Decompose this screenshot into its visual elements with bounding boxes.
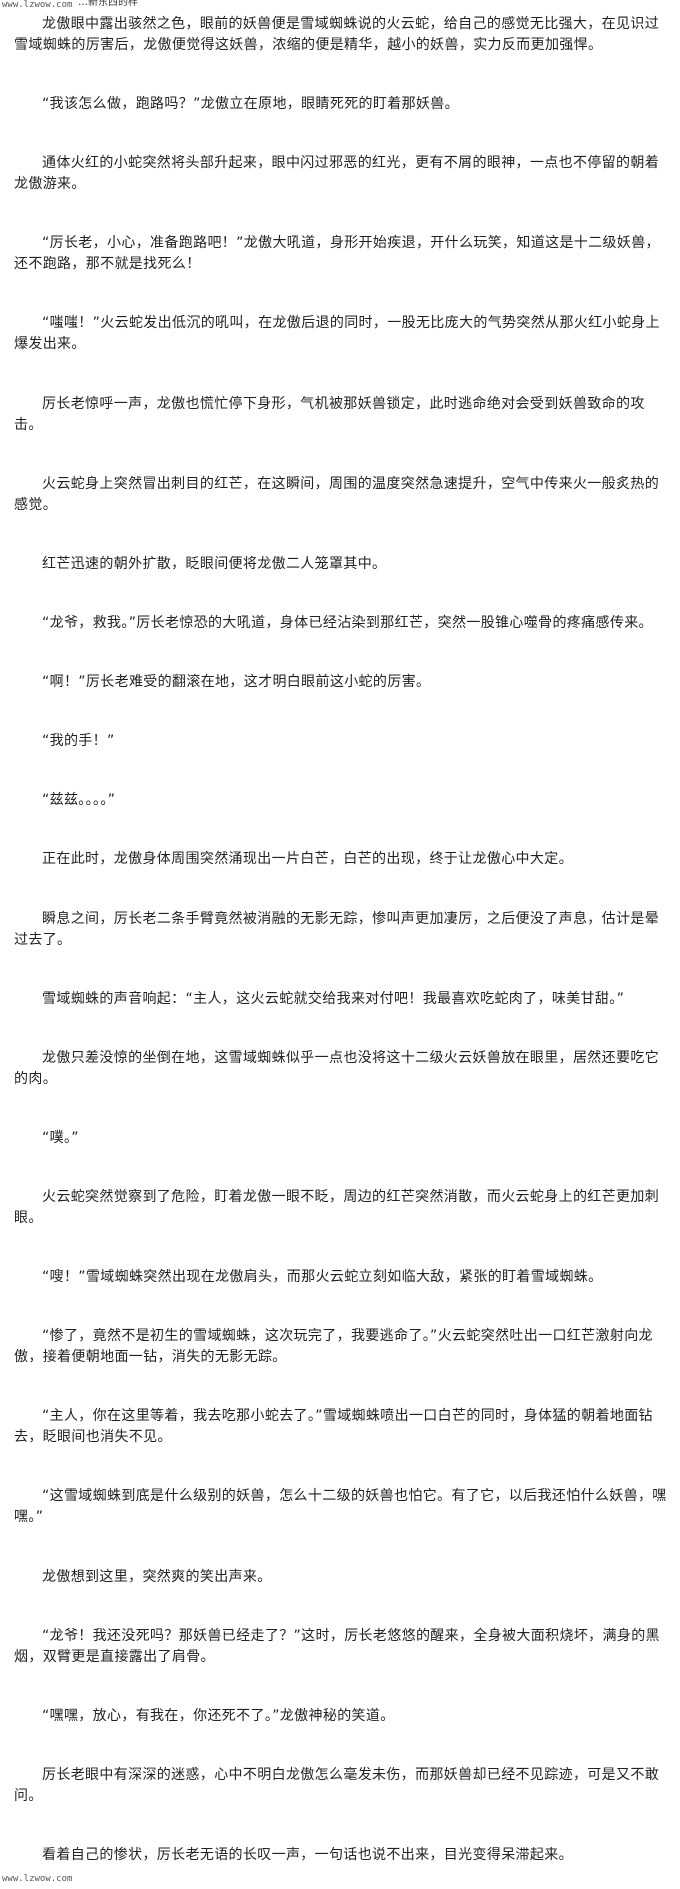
paragraph-17: “噗。” xyxy=(42,1130,79,1146)
paragraph-26: 厉长老眼中有深深的迷惑，心中不明白龙傲怎么毫发未伤，而那妖兽却已经不见踪迹，可是… xyxy=(14,1767,660,1804)
paragraph-24: “龙爷！我还没死吗？那妖兽已经走了？”这时，厉长老悠悠的醒来，全身被大面积烧坏，… xyxy=(14,1628,660,1665)
paragraph-12: “兹兹。。。。” xyxy=(42,792,116,808)
paragraph-27: 看着自己的惨状，厉长老无语的长叹一声，一句话也说不出来，目光变得呆滞起来。 xyxy=(42,1847,573,1863)
paragraph-6: 厉长老惊呼一声，龙傲也慌忙停下身形，气机被那妖兽锁定，此时逃命绝对会受到妖兽致命… xyxy=(14,396,645,433)
paragraph-22: “这雪域蜘蛛到底是什么级别的妖兽，怎么十二级的妖兽也怕它。有了它，以后我还怕什么… xyxy=(14,1488,667,1525)
paragraph-14: 瞬息之间，厉长老二条手臂竟然被消融的无影无踪，惨叫声更加凄厉，之后便没了声息，估… xyxy=(14,911,660,948)
paragraph-16: 龙傲只差没惊的坐倒在地，这雪域蜘蛛似乎一点也没将这十二级火云妖兽放在眼里，居然还… xyxy=(14,1050,660,1087)
paragraph-15: 雪域蜘蛛的声音响起：“主人，这火云蛇就交给我来对付吧！我最喜欢吃蛇肉了，味美甘甜… xyxy=(42,991,625,1007)
paragraph-10: “啊！”厉长老难受的翻滚在地，这才明白眼前这小蛇的厉害。 xyxy=(42,674,431,690)
paragraph-1: 龙傲眼中露出骇然之色，眼前的妖兽便是雪域蜘蛛说的火云蛇，给自己的感觉无比强大，在… xyxy=(14,16,660,53)
paragraph-5: “嗤嗤！”火云蛇发出低沉的吼叫，在龙傲后退的同时，一股无比庞大的气势突然从那火红… xyxy=(14,315,660,352)
paragraph-4: “厉长老，小心，准备跑路吧！”龙傲大吼道，身形开始疾退，开什么玩笑，知道这是十二… xyxy=(14,235,660,272)
paragraph-7: 火云蛇身上突然冒出刺目的红芒，在这瞬间，周围的温度突然急速提升，空气中传来火一般… xyxy=(14,476,660,513)
paragraph-8: 红芒迅速的朝外扩散，眨眼间便将龙傲二人笼罩其中。 xyxy=(42,556,387,572)
cut-off-line: …新东西的样 xyxy=(78,0,138,8)
paragraph-20: “惨了，竟然不是初生的雪域蜘蛛，这次玩完了，我要逃命了。”火云蛇突然吐出一口红芒… xyxy=(14,1328,653,1365)
paragraph-23: 龙傲想到这里，突然爽的笑出声来。 xyxy=(42,1569,272,1585)
paragraph-3: 通体火红的小蛇突然将头部升起来，眼中闪过邪恶的红光，更有不屑的眼神，一点也不停留… xyxy=(14,155,660,192)
paragraph-11: “我的手！” xyxy=(42,733,115,749)
watermark-top: www.lzwow.com xyxy=(2,0,73,10)
paragraph-18: 火云蛇突然觉察到了危险，盯着龙傲一眼不眨，周边的红芒突然消散，而火云蛇身上的红芒… xyxy=(14,1189,660,1226)
paragraph-9: “龙爷，救我。”厉长老惊恐的大吼道，身体已经沾染到那红芒，突然一股锥心噬骨的疼痛… xyxy=(42,615,653,631)
paragraph-19: “嗖！”雪域蜘蛛突然出现在龙傲肩头，而那火云蛇立刻如临大敌，紧张的盯着雪域蜘蛛。 xyxy=(42,1269,603,1285)
paragraph-25: “嘿嘿，放心，有我在，你还死不了。”龙傲神秘的笑道。 xyxy=(42,1708,395,1724)
paragraph-13: 正在此时，龙傲身体周围突然涌现出一片白芒，白芒的出现，终于让龙傲心中大定。 xyxy=(42,851,573,867)
watermark-bottom: www.lzwow.com xyxy=(2,1874,73,1884)
paragraph-21: “主人，你在这里等着，我去吃那小蛇去了。”雪域蜘蛛喷出一口白芒的同时，身体猛的朝… xyxy=(14,1408,653,1445)
paragraph-2: “我该怎么做，跑路吗？”龙傲立在原地，眼睛死死的盯着那妖兽。 xyxy=(42,96,460,112)
